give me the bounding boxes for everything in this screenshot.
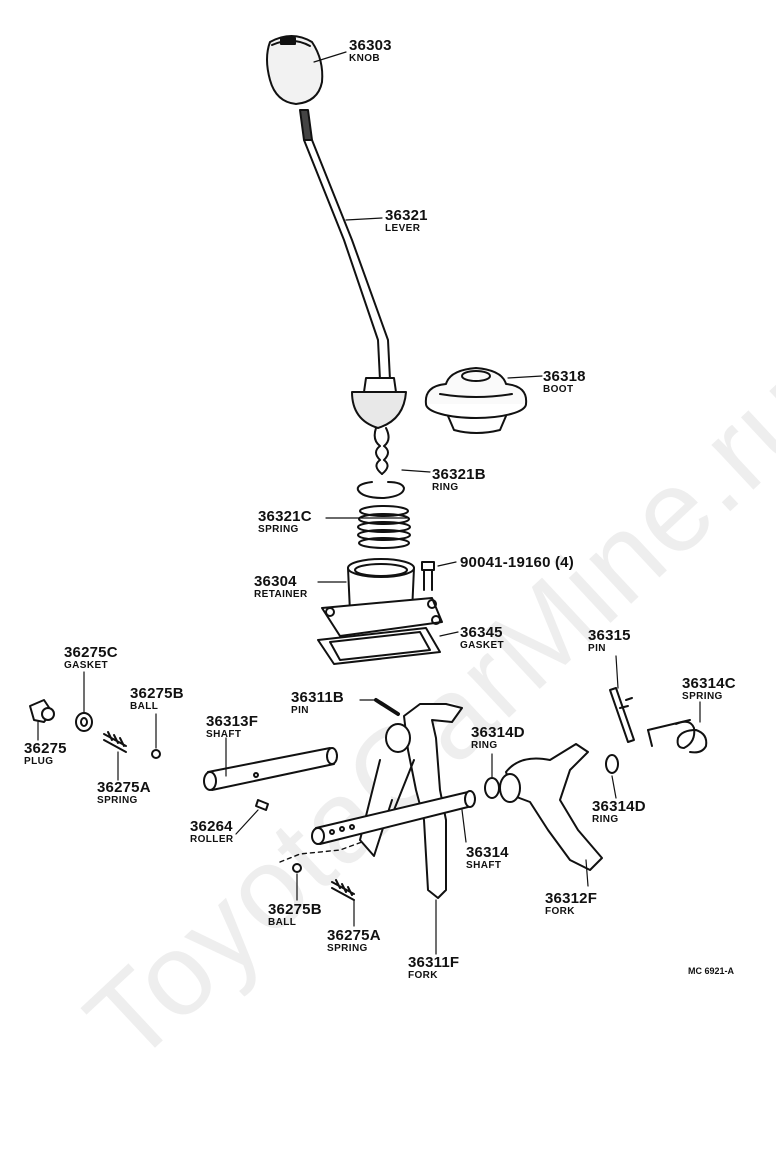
boot-drawing [424, 367, 528, 434]
part-name: GASKET [460, 640, 505, 651]
part-name: KNOB [349, 53, 381, 64]
label-pin-36311b: 36311B PIN [291, 690, 344, 716]
part-name: PIN [291, 705, 309, 716]
label-plug: 36275 PLUG [24, 741, 67, 767]
part-name: SPRING [682, 691, 723, 702]
label-shaft-36314: 36314 SHAFT [466, 845, 509, 871]
bottom-spring-drawing [331, 879, 355, 901]
label-retainer: 36304 RETAINER [254, 574, 308, 600]
part-name: SPRING [97, 795, 138, 806]
leader-lines [37, 51, 701, 955]
label-lever-spring: 36321C SPRING [258, 509, 312, 535]
part-number: 36313F [206, 713, 259, 730]
part-name: BALL [130, 701, 159, 712]
part-name: PIN [588, 643, 606, 654]
reference-code: MC 6921-A [688, 966, 735, 976]
part-number: 36303 [349, 37, 392, 54]
part-name: SHAFT [206, 729, 242, 740]
pin-36311b-drawing [374, 698, 400, 716]
label-fork-36312f: 36312F FORK [545, 891, 597, 917]
retainer-gasket-drawing [317, 627, 441, 665]
label-ring-left: 36314D RING [471, 725, 525, 751]
label-ball-bottom: 36275B BALL [268, 902, 322, 928]
bolt-drawing [421, 561, 435, 591]
part-number: 36275C [64, 644, 118, 661]
part-number: 36345 [460, 624, 503, 641]
part-number: 36275A [327, 927, 381, 944]
part-name: LEVER [385, 223, 421, 234]
top-spring-drawing [103, 731, 127, 753]
part-name: SPRING [258, 524, 299, 535]
part-number: 36314C [682, 675, 736, 692]
label-shaft-36313f: 36313F SHAFT [206, 714, 258, 740]
label-ring-right: 36314D RING [592, 799, 646, 825]
right-ring-drawing [605, 754, 619, 774]
part-number: 36275A [97, 779, 151, 796]
gasket-drawing [75, 712, 93, 732]
label-retainer-gasket: 36345 GASKET [460, 625, 504, 651]
part-number: 36321C [258, 508, 312, 525]
bottom-ball-drawing [292, 863, 302, 873]
fork-36312f-drawing [499, 743, 603, 871]
part-name: SHAFT [466, 860, 502, 871]
roller-drawing [255, 799, 269, 811]
part-name: ROLLER [190, 834, 234, 845]
part-name: PLUG [24, 756, 54, 767]
part-number: 36264 [190, 818, 233, 835]
part-number: 36314D [471, 724, 525, 741]
plug-drawing [29, 699, 55, 723]
label-gasket-36275c: 36275C GASKET [64, 645, 118, 671]
part-name: RETAINER [254, 589, 308, 600]
part-name: GASKET [64, 660, 109, 671]
part-number: 36275 [24, 740, 67, 757]
part-name: FORK [408, 970, 438, 981]
part-number: 36321 [385, 207, 428, 224]
part-number: 36314 [466, 844, 509, 861]
label-lever: 36321 LEVER [385, 208, 428, 234]
pin-36315-drawing [609, 687, 635, 743]
part-name: BALL [268, 917, 297, 928]
label-boot: 36318 BOOT [543, 369, 586, 395]
retainer-drawing [321, 558, 443, 637]
label-ball-top: 36275B BALL [130, 686, 184, 712]
label-lever-ring: 36321B RING [432, 467, 486, 493]
label-roller: 36264 ROLLER [190, 819, 234, 845]
left-ring-drawing [484, 777, 500, 799]
label-spring-top: 36275A SPRING [97, 780, 151, 806]
part-number: 36311F [408, 954, 460, 971]
label-spring-bottom: 36275A SPRING [327, 928, 381, 954]
part-name: RING [432, 482, 459, 493]
part-number: 36321B [432, 466, 486, 483]
part-number: 36311B [291, 689, 344, 706]
part-number: 36318 [543, 368, 586, 385]
shaft-36313f-drawing [203, 747, 338, 791]
part-name: RING [471, 740, 498, 751]
label-spring-36314c: 36314C SPRING [682, 676, 736, 702]
part-number: 36304 [254, 573, 297, 590]
shaft-36314-drawing [311, 790, 476, 845]
part-name: SPRING [327, 943, 368, 954]
lever-spring-drawing [357, 505, 411, 549]
part-number: 36312F [545, 890, 598, 907]
part-name: RING [592, 814, 619, 825]
lever-ring-drawing [356, 481, 405, 499]
part-name: FORK [545, 906, 575, 917]
part-name: BOOT [543, 384, 574, 395]
label-fork-36311f: 36311F FORK [408, 955, 459, 981]
spring-36314c-drawing [647, 719, 708, 754]
top-ball-drawing [151, 749, 161, 759]
part-number: 36315 [588, 627, 631, 644]
part-number: 36275B [268, 901, 322, 918]
label-pin-36315: 36315 PIN [588, 628, 631, 654]
knob-drawing [266, 35, 324, 105]
label-bolt: 90041-19160 (4) [460, 555, 574, 570]
part-number: 90041-19160 (4) [460, 554, 574, 571]
lever-drawing [299, 109, 407, 475]
label-knob: 36303 KNOB [349, 38, 392, 64]
part-number: 36314D [592, 798, 646, 815]
part-number: 36275B [130, 685, 184, 702]
